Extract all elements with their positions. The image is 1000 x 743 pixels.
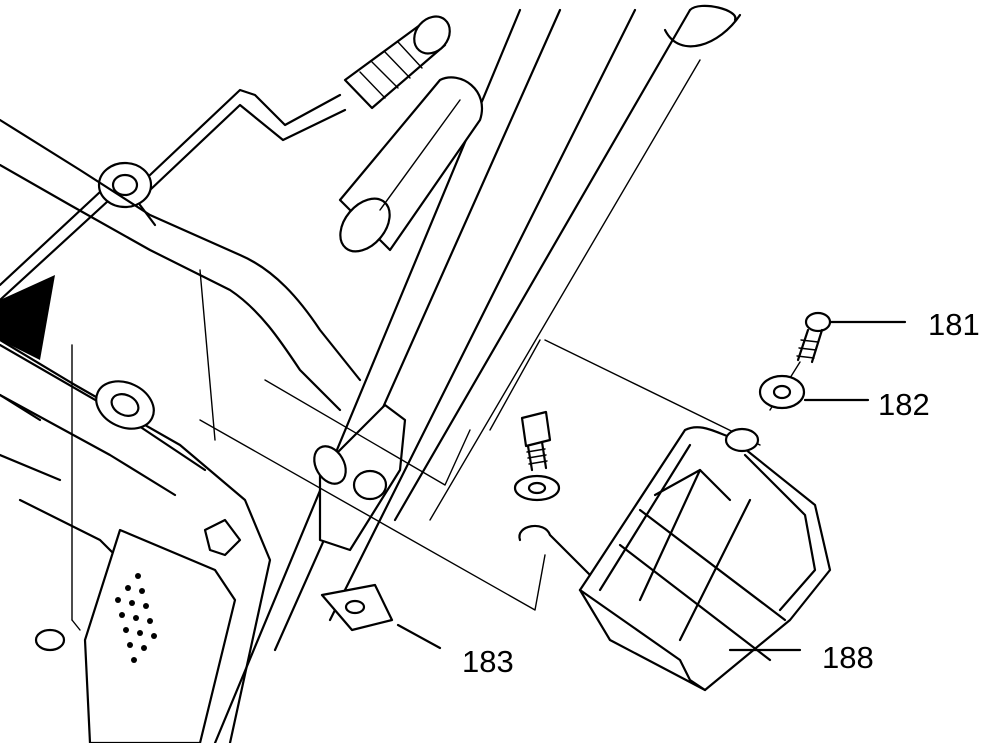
upper-handle (213, 4, 742, 743)
control-rod (0, 15, 451, 302)
grassbox-bracket (518, 426, 832, 692)
mower-deck (0, 275, 272, 743)
bolt-and-washer (513, 410, 561, 502)
vent-grille (115, 573, 157, 663)
leader-lines (199, 339, 761, 611)
callout-183: 183 (462, 644, 514, 679)
callout-181: 181 (928, 307, 980, 342)
callout-182: 182 (878, 387, 930, 422)
rod-collar (97, 161, 157, 227)
pivot-bracket (313, 403, 407, 552)
callout-188: 188 (822, 640, 874, 675)
nut-plate-183 (320, 583, 394, 632)
lower-handle (0, 118, 362, 497)
washer-182 (758, 374, 806, 410)
callout-lines (396, 320, 907, 652)
handle-sleeve (338, 76, 483, 253)
